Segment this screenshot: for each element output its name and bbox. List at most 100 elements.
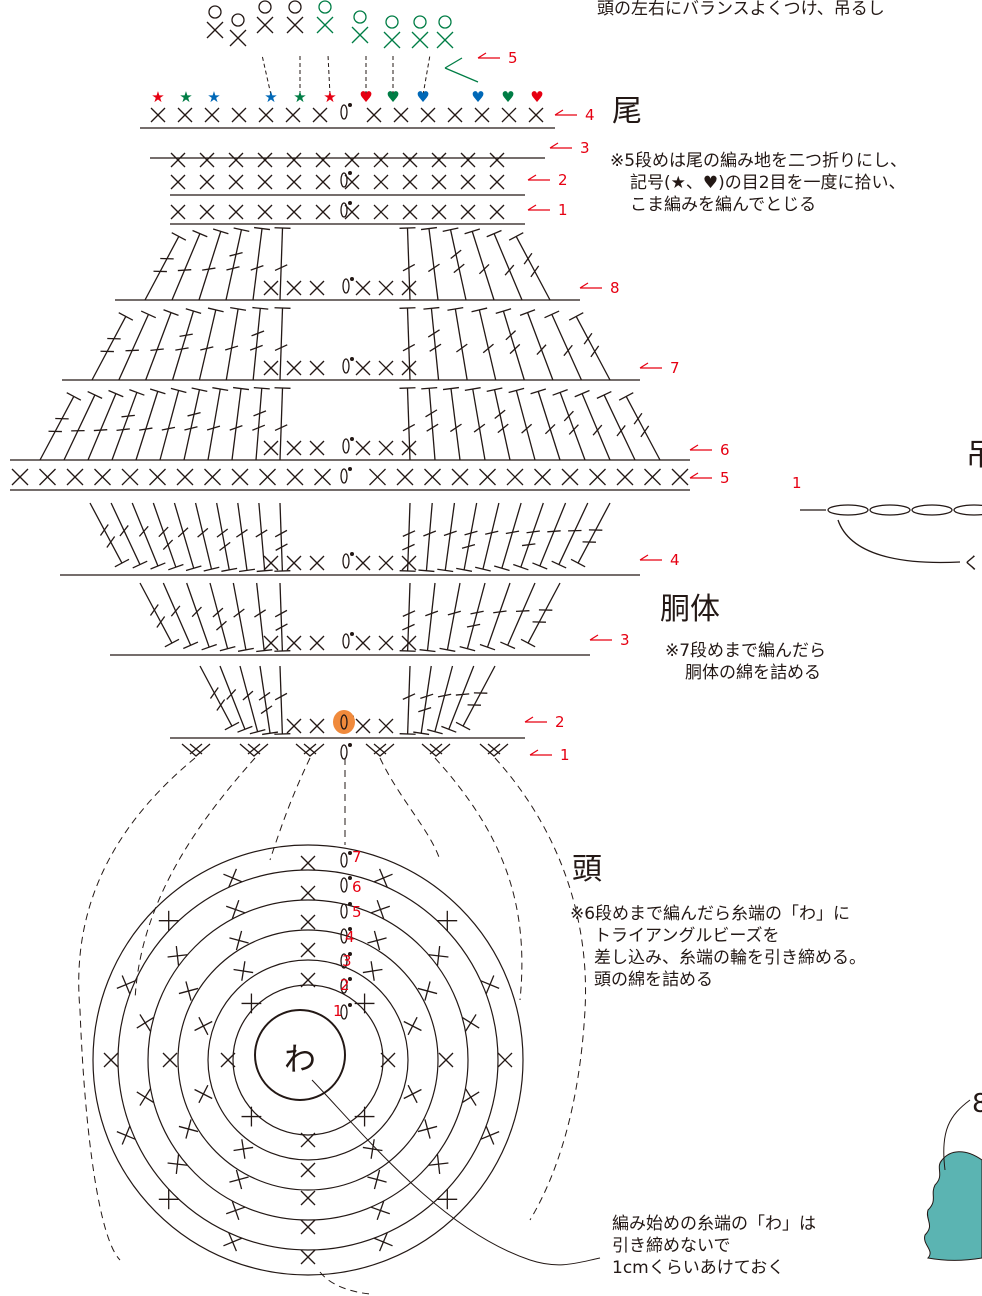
- start-stitch-marker: [340, 744, 348, 760]
- magic-ring: [254, 1009, 346, 1101]
- body-stitch: [274, 307, 291, 381]
- head-stitch: [480, 975, 500, 995]
- tail-row5-stitch: [351, 10, 369, 44]
- head-stitch: [497, 1052, 513, 1068]
- tail-row5-stitch: [206, 5, 224, 39]
- tail-row4-stitch: [204, 107, 220, 123]
- head-note-line: 差し込み、糸端の輪を引き締める。: [594, 948, 866, 968]
- body-stitch: [570, 502, 611, 568]
- body-center-stitch: [263, 360, 279, 376]
- head-stitch: [229, 930, 249, 951]
- body-row5-stitch: [451, 468, 469, 486]
- body-stitch: [87, 389, 124, 461]
- body-row5-stitch: [396, 468, 414, 486]
- tail-row5-end: [444, 57, 479, 83]
- body-center-stitch: [401, 440, 417, 456]
- body-stitch: [145, 309, 179, 381]
- body-stitch: [513, 502, 544, 571]
- body-stitch: [486, 387, 511, 461]
- body-stitch: [206, 387, 229, 461]
- tail-row-stitch: [257, 204, 273, 220]
- row-label: 7: [670, 359, 680, 377]
- body-center-stitch: [309, 440, 325, 456]
- body-stitch: [152, 502, 184, 571]
- body-stitch: [447, 307, 468, 381]
- head-stitch: [158, 910, 179, 931]
- body-stitch: [413, 665, 434, 736]
- body-stitch: [544, 310, 583, 381]
- body-center-stitch: [309, 555, 325, 571]
- body-row5-stitch: [644, 468, 661, 486]
- start-stitch-marker: [340, 978, 348, 994]
- tail-row-stitch: [228, 152, 244, 168]
- body-stitch: [249, 306, 269, 381]
- body-stitch: [250, 226, 271, 301]
- body-center-stitch: [263, 440, 279, 456]
- body-row5-stitch: [286, 468, 304, 486]
- body-start-stitch: [333, 710, 355, 734]
- body-center-stitch: [263, 555, 279, 571]
- body-center-stitch: [286, 555, 302, 571]
- pairing-marker: ♥: [386, 88, 399, 106]
- row-label: 2: [555, 713, 565, 731]
- body-stitch: [520, 582, 561, 648]
- body-stitch: [131, 502, 166, 570]
- tail-row5-stitch: [256, 0, 274, 34]
- head-stitch: [367, 1169, 387, 1190]
- body-stitch: [144, 232, 187, 301]
- body-row5-stitch: [94, 468, 111, 486]
- row-label: 2: [558, 171, 568, 189]
- row-label: 5: [508, 49, 518, 67]
- body-center-stitch: [401, 635, 417, 651]
- start-yarn-line: [311, 1079, 601, 1266]
- start-stitch-marker: [342, 438, 350, 454]
- start-stitch-marker: [340, 1004, 348, 1020]
- head-note-line: トライアングルビーズを: [594, 926, 780, 946]
- head-stitch: [480, 1125, 500, 1145]
- pairing-marker: ★: [264, 88, 277, 106]
- row-label: 4: [585, 106, 595, 124]
- body-row5-stitch: [66, 468, 84, 486]
- body-stitch: [274, 502, 291, 572]
- tail-note-line: こま編みを編んでとじる: [630, 195, 817, 215]
- head-stitch: [162, 1052, 178, 1068]
- pairing-marker: ★: [293, 88, 306, 106]
- start-stitch-marker: [342, 633, 350, 649]
- body-stitch: [423, 306, 442, 381]
- body-stitch: [274, 387, 291, 461]
- tail-row-stitch: [199, 174, 215, 190]
- tail-row-stitch: [373, 204, 389, 220]
- body-row5-stitch: [314, 468, 331, 486]
- body-stitch: [111, 389, 145, 461]
- pairing-marker: ♥: [359, 88, 372, 106]
- head-stitch: [362, 961, 383, 981]
- tail-row-stitch: [286, 152, 302, 168]
- pairing-marker: ★: [207, 88, 220, 106]
- row-arrow: [529, 749, 552, 756]
- head-stitch: [437, 1189, 458, 1210]
- body-stitch: [568, 312, 611, 381]
- tail-row-stitch: [431, 174, 447, 190]
- teal-piece-number: 8: [972, 1089, 982, 1119]
- tail-row-stitch: [199, 152, 215, 168]
- hanger-title-fragment: 吊: [966, 438, 982, 473]
- tail-row-stitch: [402, 174, 418, 190]
- body-stitch: [198, 307, 224, 381]
- row-arrow: [477, 52, 500, 59]
- body-stitch: [258, 665, 279, 736]
- body-center-stitch: [378, 360, 394, 376]
- head-stitch: [136, 1014, 154, 1032]
- head-stitch: [300, 942, 316, 958]
- head-stitch: [233, 1139, 254, 1159]
- row-arrow: [527, 204, 550, 211]
- body-stitch: [399, 665, 416, 735]
- hanger-row-label: 1: [792, 474, 802, 492]
- row-label: 8: [610, 279, 620, 297]
- head-stitch: [178, 1119, 199, 1139]
- body-stitch: [274, 665, 291, 735]
- body-stitch: [479, 582, 511, 651]
- head-stitch: [158, 1189, 179, 1210]
- body-center-stitch: [309, 280, 325, 296]
- body-stitch: [159, 387, 187, 461]
- body-stitch: [596, 390, 636, 461]
